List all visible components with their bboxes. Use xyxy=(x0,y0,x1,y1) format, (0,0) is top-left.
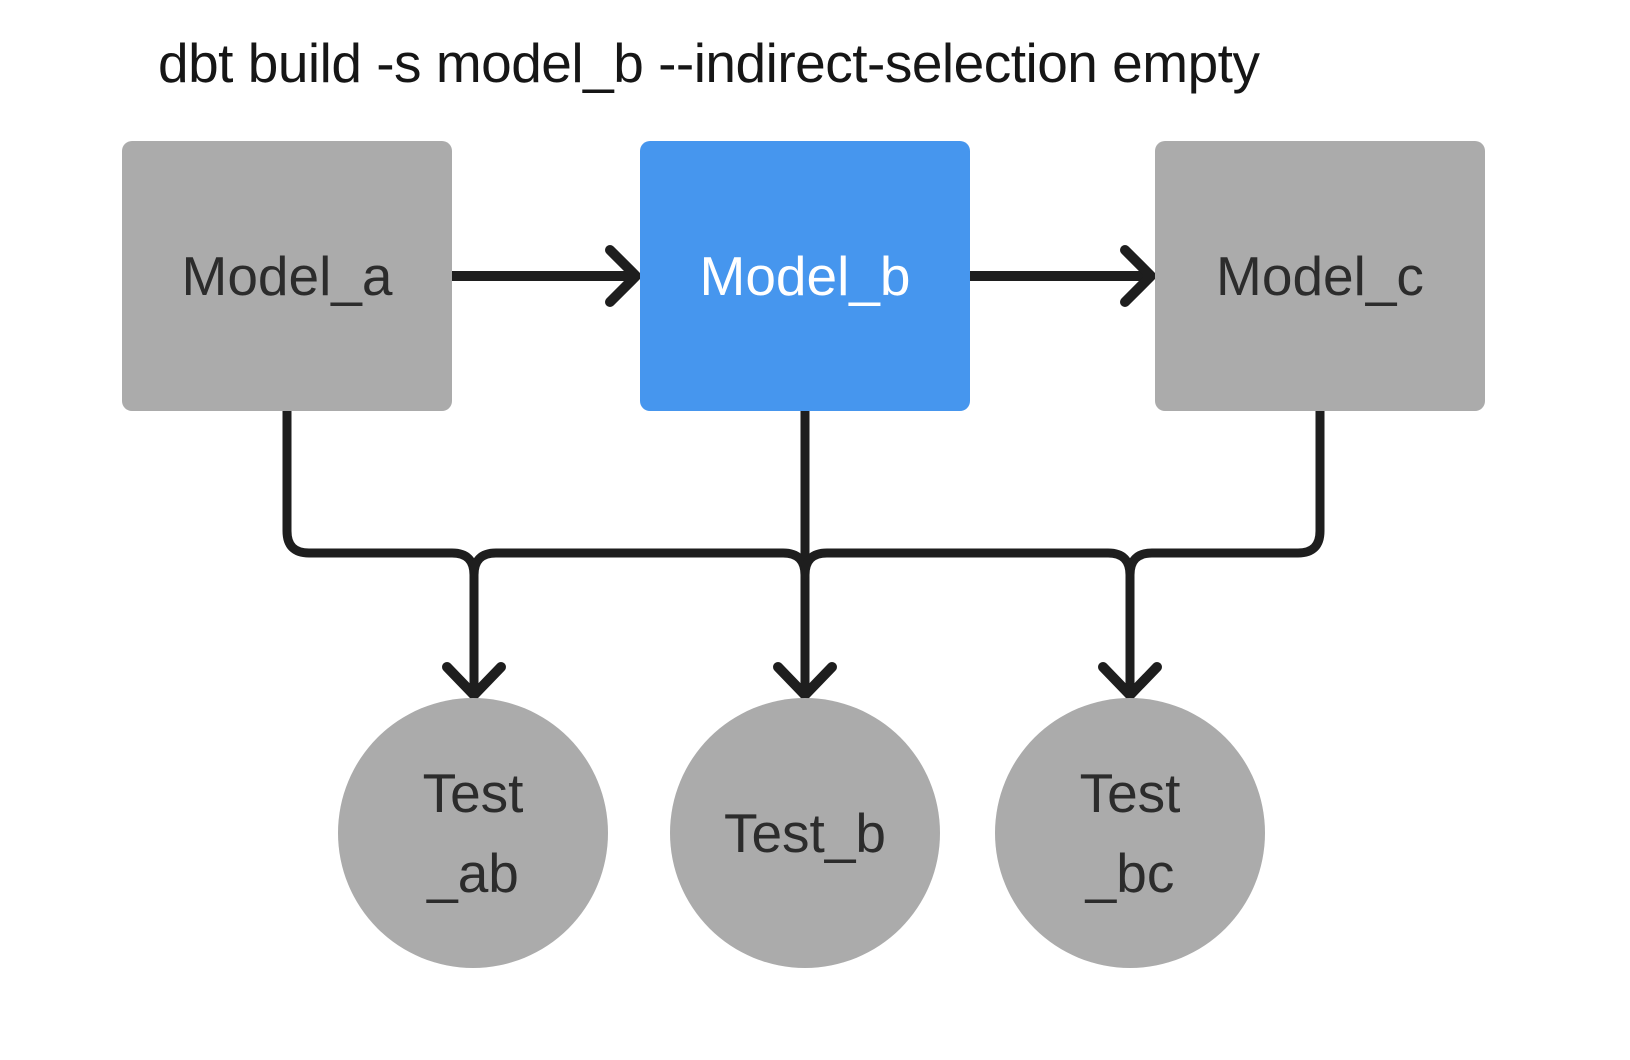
test-b-label-line-1: Test_b xyxy=(723,802,887,864)
test-bc-label-line-1: Test xyxy=(1079,762,1181,824)
page-title: dbt build -s model_b --indirect-selectio… xyxy=(158,32,1260,94)
test-b-node: Test_b xyxy=(670,698,940,968)
model-b-node-selected: Model_b xyxy=(640,141,970,411)
model-c-test-rail xyxy=(1125,406,1325,689)
test-ab-label-line-1: Test xyxy=(422,762,524,824)
model-a-test-rail xyxy=(282,406,479,689)
test-bc-node: Test _bc xyxy=(995,698,1265,968)
model-b-label: Model_b xyxy=(699,244,911,307)
model-a-node: Model_a xyxy=(122,141,452,411)
test-bc-arrowhead-icon xyxy=(1098,662,1162,700)
model-c-label: Model_c xyxy=(1216,244,1424,307)
model-a-label: Model_a xyxy=(181,244,393,307)
model-b-to-model-c-arrowhead-icon xyxy=(1120,245,1156,307)
test-ab-label-line-2: _ab xyxy=(427,842,519,904)
test-bc-label-line-2: _bc xyxy=(1085,842,1175,904)
test-ab-arrowhead-icon xyxy=(442,662,506,700)
model-a-to-model-b-arrowhead-icon xyxy=(605,245,641,307)
test-rail-bus-left xyxy=(469,548,810,580)
test-ab-node: Test _ab xyxy=(338,698,608,968)
model-c-node: Model_c xyxy=(1155,141,1485,411)
test-rail-bus-right xyxy=(800,548,1135,580)
test-b-arrowhead-icon xyxy=(773,662,837,700)
